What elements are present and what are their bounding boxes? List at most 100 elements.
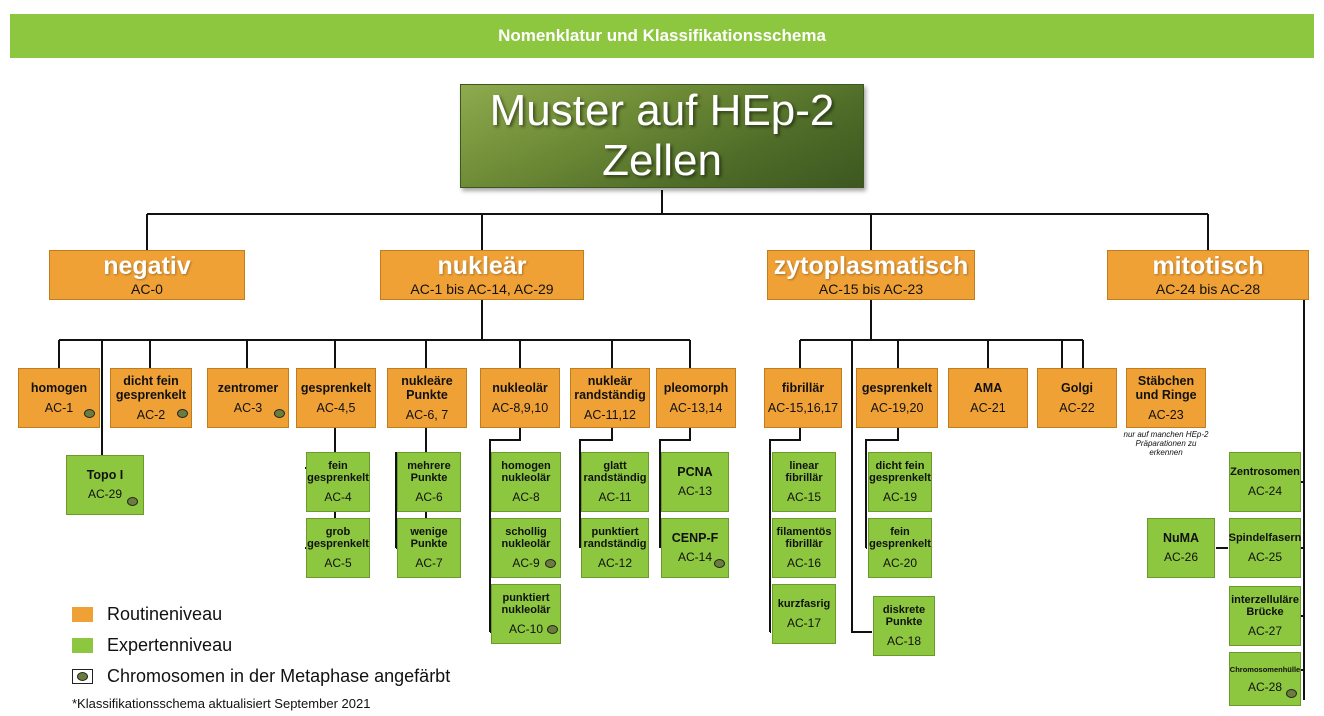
node-fein-zyto: fein gesprenkelt AC-20: [868, 518, 932, 578]
node-title: dicht fein gesprenkelt: [115, 374, 187, 402]
node-code: AC-24 bis AC-28: [1155, 281, 1261, 297]
node-title: homogen nukleolär: [501, 460, 551, 484]
node-punktiert-nukleolar: punktiert nukleolär AC-10: [491, 584, 561, 644]
node-code: AC-19,20: [870, 401, 924, 415]
node-dicht-fein: dicht fein gesprenkelt AC-2: [110, 368, 192, 428]
node-wenige-punkte: wenige Punkte AC-7: [397, 518, 461, 578]
node-code: AC-11,12: [584, 408, 636, 422]
legend-experten: Expertenniveau: [72, 635, 232, 656]
node-code: AC-15 bis AC-23: [818, 281, 924, 297]
node-code: AC-11: [598, 490, 632, 504]
node-title: punktiert nukleolär: [501, 592, 551, 616]
node-title: nukleäre Punkte: [401, 374, 453, 402]
node-homogen-nukleolar: homogen nukleolär AC-8: [491, 452, 561, 512]
node-spindelfasern: Spindelfasern AC-25: [1229, 518, 1301, 578]
node-title: mehrere Punkte: [407, 460, 451, 484]
legend-routine-swatch: [72, 607, 93, 622]
node-title: Golgi: [1061, 381, 1093, 395]
node-title: Topo I: [86, 468, 124, 482]
node-title: PCNA: [677, 465, 713, 479]
node-code: AC-19: [882, 490, 917, 504]
node-pleomorph: pleomorph AC-13,14: [656, 368, 736, 428]
node-fein-gesprenkelt: fein gesprenkelt AC-4: [306, 452, 370, 512]
node-title: AMA: [973, 381, 1003, 395]
node-code: AC-8: [512, 490, 540, 504]
node-title: zytoplasmatisch: [773, 252, 969, 280]
staebchen-note: nur auf manchen HEp-2 Präparationen zu e…: [1123, 430, 1209, 457]
node-gesprenkelt: gesprenkelt AC-4,5: [296, 368, 376, 428]
node-title: dicht fein gesprenkelt: [869, 460, 931, 484]
node-negativ: negativ AC-0: [49, 250, 245, 300]
legend-experten-swatch: [72, 638, 93, 653]
node-code: AC-16: [786, 556, 821, 570]
node-code: AC-6, 7: [405, 408, 449, 422]
node-code: AC-21: [970, 401, 1006, 415]
node-code: AC-22: [1059, 401, 1095, 415]
node-code: AC-26: [1163, 550, 1198, 564]
node-title: glatt randständig: [583, 460, 647, 484]
node-title: zentromer: [217, 381, 279, 395]
node-title: gesprenkelt: [300, 381, 372, 395]
node-diskrete-punkte: diskrete Punkte AC-18: [873, 596, 935, 656]
node-title: wenige Punkte: [410, 526, 448, 550]
node-code: AC-8,9,10: [491, 401, 549, 415]
node-title: Stäbchen und Ringe: [1135, 374, 1197, 402]
legend-chromosomen-label: Chromosomen in der Metaphase angefärbt: [107, 666, 451, 686]
chromosome-icon: [547, 625, 558, 634]
node-nukleare-punkte: nukleäre Punkte AC-6, 7: [387, 368, 467, 428]
node-title: Spindelfasern: [1228, 532, 1302, 544]
node-title: gesprenkelt: [861, 381, 933, 395]
node-code: AC-2: [136, 408, 166, 422]
node-code: AC-29: [87, 487, 122, 501]
header-title: Nomenklatur und Klassifikationsschema: [498, 26, 826, 45]
node-nukleolar: nukleolär AC-8,9,10: [480, 368, 560, 428]
node-interzellulaere-bruecke: interzelluläre Brücke AC-27: [1229, 586, 1301, 646]
node-cenp-f: CENP-F AC-14: [661, 518, 729, 578]
chromosome-icon: [84, 409, 95, 418]
node-glatt-randstaendig: glatt randständig AC-11: [581, 452, 649, 512]
node-code: AC-23: [1148, 408, 1184, 422]
legend-routine-label: Routineniveau: [107, 604, 223, 624]
node-title: homogen: [30, 381, 88, 395]
node-filamentoes-fibrillar: filamentös fibrillär AC-16: [772, 518, 836, 578]
node-title: Zentrosomen: [1230, 466, 1300, 478]
legend-routine: Routineniveau: [72, 604, 222, 625]
node-code: AC-10: [508, 622, 543, 636]
node-punktiert-randstaendig: punktiert randständig AC-12: [581, 518, 649, 578]
node-code: AC-24: [1247, 484, 1282, 498]
node-code: AC-17: [786, 616, 821, 630]
node-title: mitotisch: [1152, 252, 1264, 280]
node-homogen: homogen AC-1: [18, 368, 100, 428]
node-grob-gesprenkelt: grob gesprenkelt AC-5: [306, 518, 370, 578]
node-code: AC-4,5: [316, 401, 356, 415]
node-title: fein gesprenkelt: [307, 460, 369, 484]
node-randstaendig: nukleär randständig AC-11,12: [570, 368, 650, 428]
node-title: filamentös fibrillär: [776, 526, 832, 550]
legend-experten-label: Expertenniveau: [107, 635, 233, 655]
legend-chromosomen: Chromosomen in der Metaphase angefärbt: [72, 666, 450, 687]
chromosome-icon: [1286, 689, 1297, 698]
node-title: Chromosomenhülle: [1229, 664, 1301, 674]
node-zentromer: zentromer AC-3: [207, 368, 289, 428]
chromosome-icon: [714, 559, 725, 568]
node-title: nukleär: [437, 252, 527, 280]
node-code: AC-25: [1247, 550, 1282, 564]
node-code: AC-1: [44, 401, 74, 415]
root-node: Muster auf HEp-2 Zellen: [460, 84, 864, 188]
node-code: AC-15,16,17: [767, 401, 839, 415]
chromosome-icon: [177, 409, 188, 418]
node-golgi: Golgi AC-22: [1037, 368, 1117, 428]
node-title: nukleolär: [492, 381, 548, 395]
node-title: CENP-F: [671, 531, 719, 545]
node-title: grob gesprenkelt: [307, 526, 369, 550]
node-mitotisch: mitotisch AC-24 bis AC-28: [1107, 250, 1309, 300]
node-fibrillar: fibrillär AC-15,16,17: [764, 368, 842, 428]
node-code: AC-7: [415, 556, 443, 570]
node-title: fibrillär: [781, 381, 825, 395]
root-title-line2: Zellen: [602, 136, 722, 185]
node-title: NuMA: [1162, 531, 1200, 545]
node-title: linear fibrillär: [785, 460, 823, 484]
node-code: AC-9: [512, 556, 540, 570]
footnote: *Klassifikationsschema aktualisiert Sept…: [72, 696, 371, 711]
node-code: AC-13: [677, 484, 712, 498]
